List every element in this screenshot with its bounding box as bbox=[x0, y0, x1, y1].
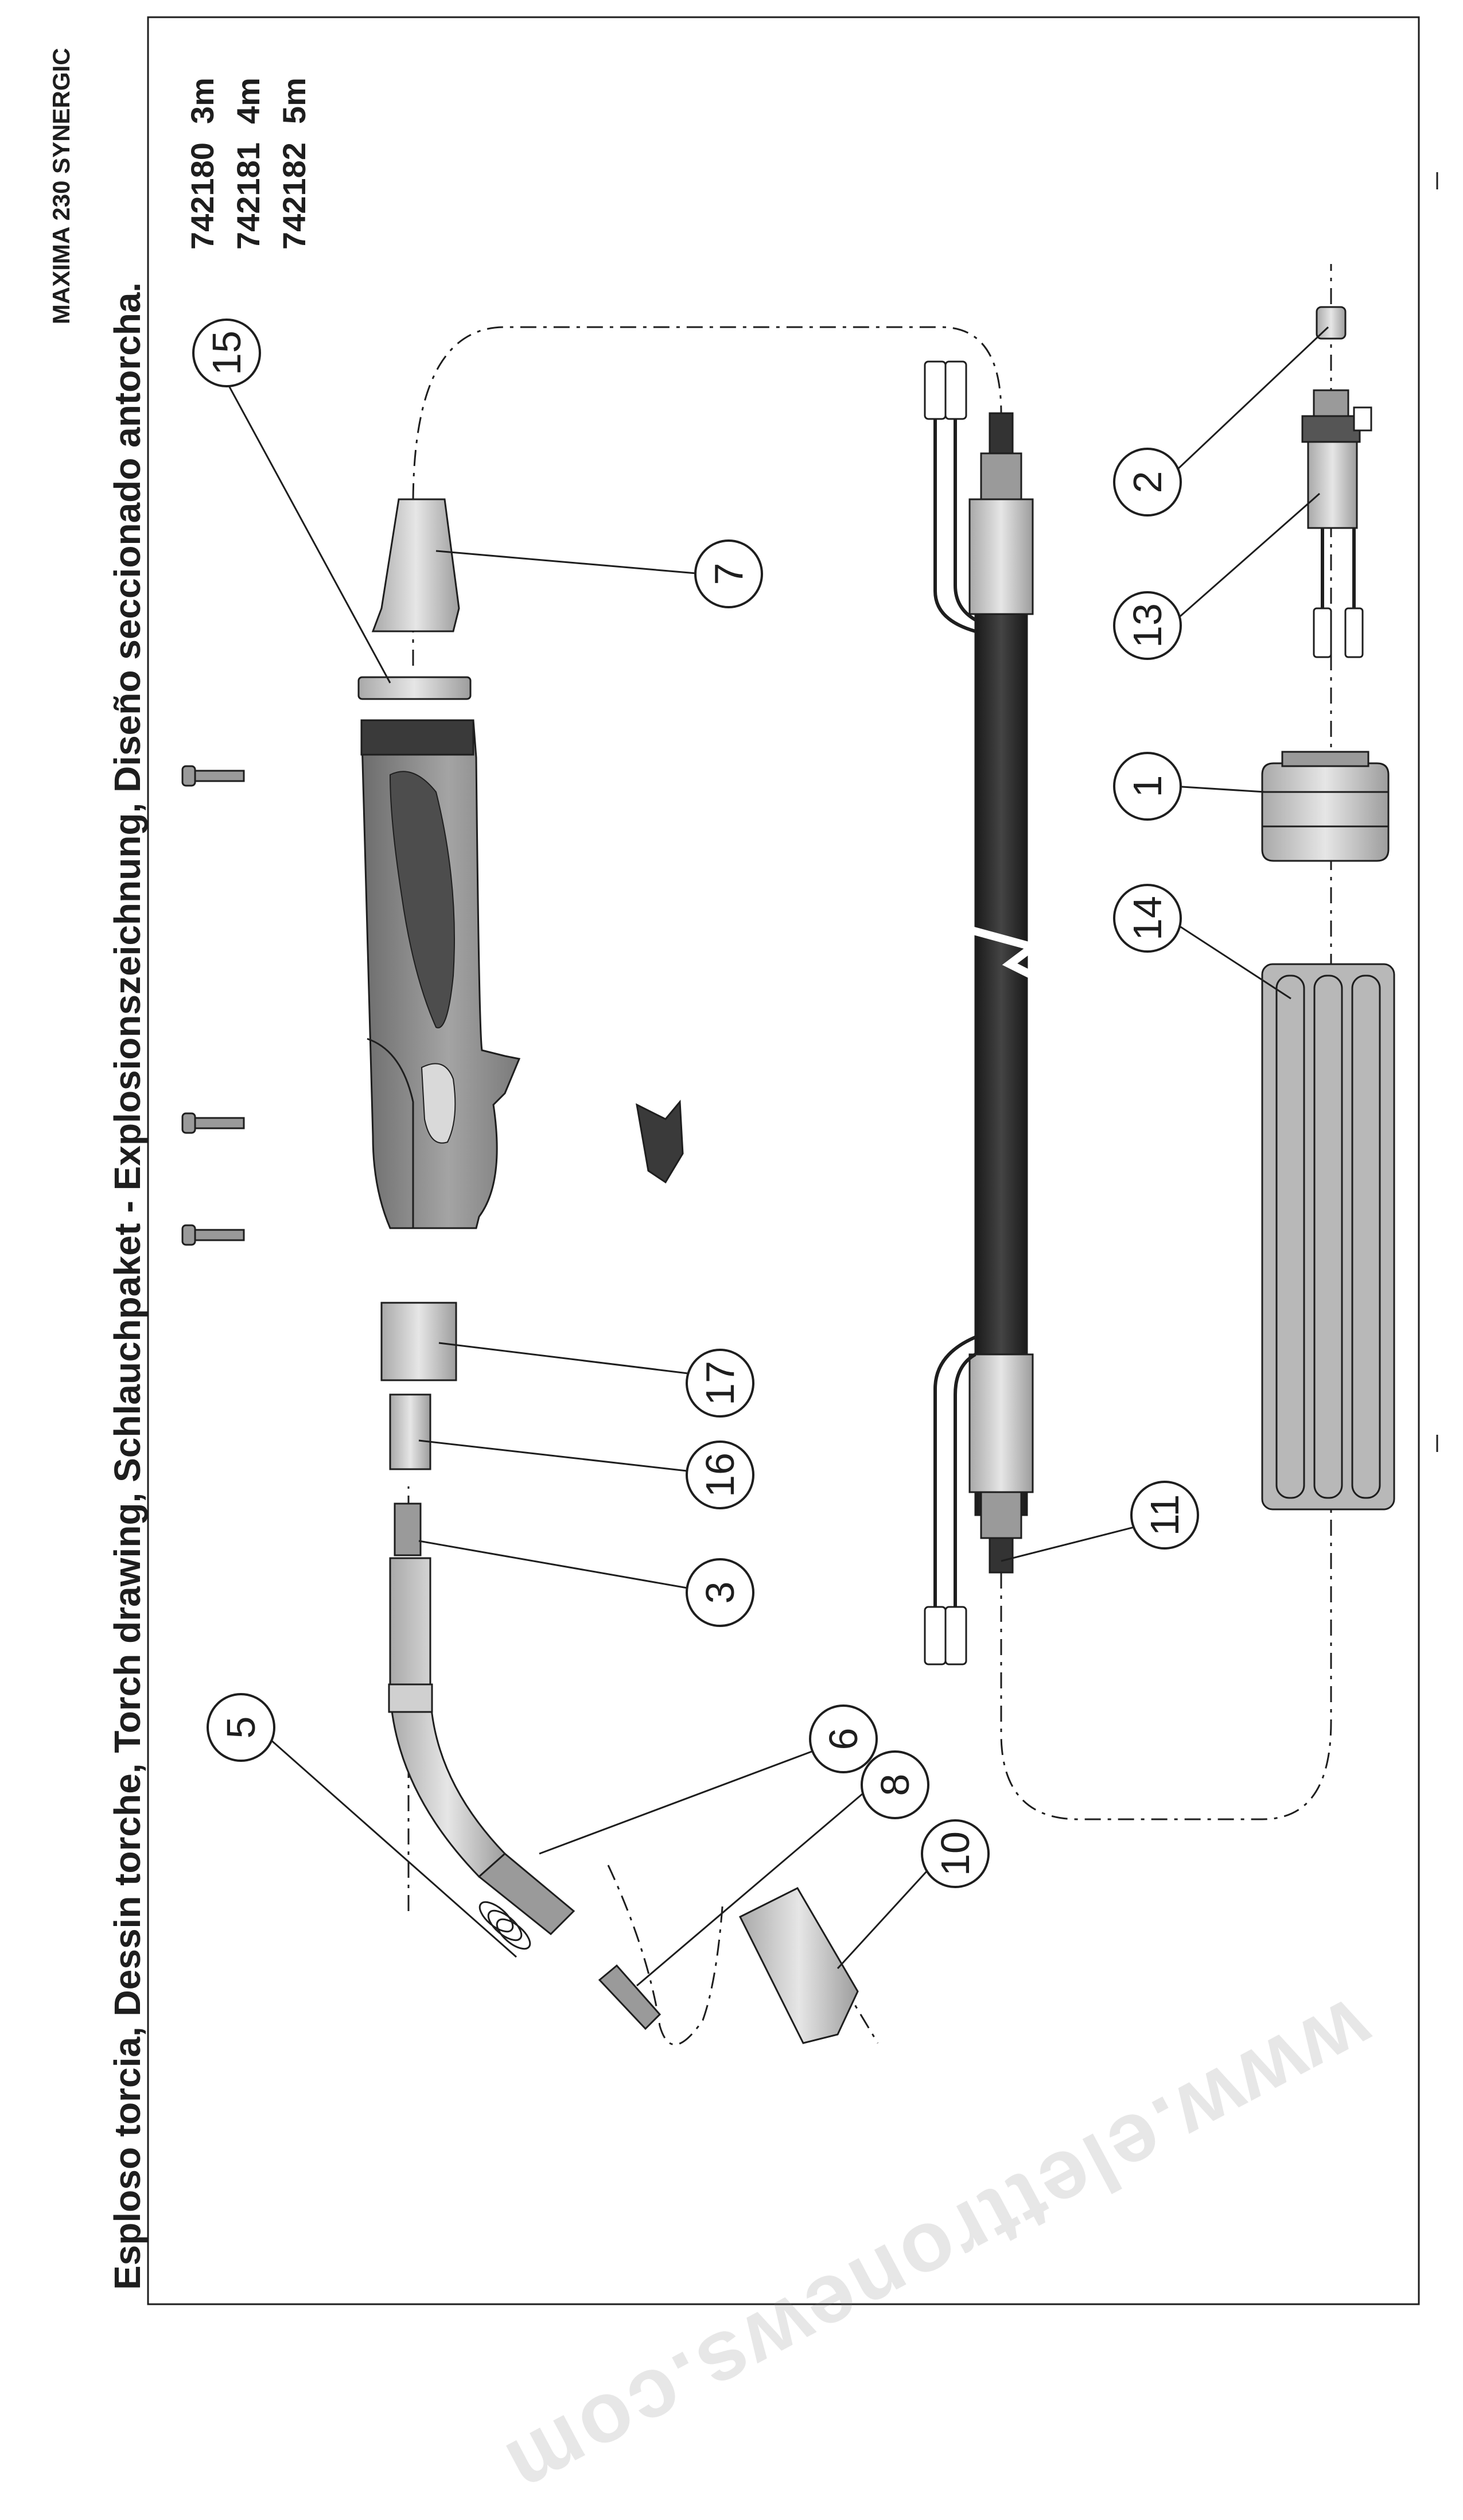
callout-circle bbox=[861, 1750, 929, 1819]
callout-3: 3 bbox=[686, 1558, 754, 1627]
product-code: 742181 bbox=[230, 142, 266, 250]
callout-11: 11 bbox=[1130, 1481, 1199, 1550]
hose-length: 3m bbox=[184, 77, 220, 125]
part-14-cover bbox=[1261, 963, 1395, 1511]
part-8-tip bbox=[598, 1964, 662, 2030]
callout-circle bbox=[1113, 448, 1182, 517]
callout-circle bbox=[809, 1704, 878, 1773]
hose-length: 5m bbox=[276, 77, 312, 125]
callout-circle bbox=[192, 319, 261, 387]
code-row: 742182 5m bbox=[275, 77, 313, 250]
control-wires bbox=[933, 419, 976, 1607]
diagram-canvas: 15 7 2 13 1 14 17 16 3 11 5 6 8 10 bbox=[147, 16, 1438, 2305]
callout-number: 7 bbox=[706, 563, 751, 585]
callout-circle bbox=[1113, 591, 1182, 660]
callout-number: 2 bbox=[1125, 471, 1170, 494]
part-5-spring bbox=[478, 1901, 531, 1950]
handle-collar bbox=[360, 719, 474, 756]
callout-circle bbox=[694, 539, 763, 608]
callout-circle bbox=[1130, 1481, 1199, 1550]
callout-14: 14 bbox=[1113, 884, 1182, 953]
part-17-bushing bbox=[380, 1302, 457, 1381]
product-code: 742180 bbox=[184, 142, 220, 250]
callout-8: 8 bbox=[861, 1750, 929, 1819]
code-row: 742181 4m bbox=[229, 77, 267, 250]
axis-hose bbox=[1000, 264, 1332, 1820]
callout-circle bbox=[686, 1349, 754, 1418]
leader-lines bbox=[225, 326, 1329, 1987]
callout-number: 1 bbox=[1125, 775, 1170, 798]
model-name: MAXIMA 230 SYNERGIC bbox=[48, 48, 75, 324]
part-13-connector bbox=[1307, 441, 1358, 529]
callout-7: 7 bbox=[694, 539, 763, 608]
callout-number: 14 bbox=[1125, 896, 1170, 941]
hose-end-bottom bbox=[968, 1353, 1034, 1493]
callout-number: 11 bbox=[1142, 1494, 1187, 1536]
callout-10: 10 bbox=[921, 1819, 990, 1888]
callout-15: 15 bbox=[192, 319, 261, 387]
diagram-title: Esploso torcia, Dessin torche, Torch dra… bbox=[107, 282, 148, 2290]
callout-circle bbox=[921, 1819, 990, 1888]
trigger bbox=[636, 1100, 684, 1184]
screws bbox=[181, 765, 245, 1246]
callout-17: 17 bbox=[686, 1349, 754, 1418]
callout-2: 2 bbox=[1113, 448, 1182, 517]
callout-number: 17 bbox=[698, 1361, 742, 1405]
callout-number: 5 bbox=[219, 1717, 263, 1739]
hose-length: 4m bbox=[230, 77, 266, 125]
callout-1: 1 bbox=[1113, 752, 1182, 821]
callout-circles: 15 7 2 13 1 14 17 16 3 11 5 6 8 10 bbox=[192, 319, 1199, 1888]
part-15-ring bbox=[357, 676, 472, 700]
callout-number: 6 bbox=[821, 1728, 866, 1750]
callout-number: 10 bbox=[933, 1831, 978, 1876]
code-row: 742180 3m bbox=[184, 77, 221, 250]
callout-6: 6 bbox=[809, 1704, 878, 1773]
callout-16: 16 bbox=[686, 1440, 754, 1509]
hose-end-top bbox=[968, 498, 1034, 615]
swan-neck bbox=[389, 1557, 507, 1878]
part-3-thread bbox=[394, 1502, 422, 1556]
handle-grip-dark bbox=[389, 771, 455, 1028]
callout-number: 13 bbox=[1125, 603, 1170, 648]
callout-circle bbox=[1113, 752, 1182, 821]
part-6-diffuser bbox=[477, 1853, 575, 1936]
callout-number: 3 bbox=[698, 1582, 742, 1604]
part-1-nut bbox=[1261, 762, 1390, 862]
part-16-insulator bbox=[389, 1393, 431, 1470]
part-10-nozzle bbox=[738, 1887, 859, 2044]
callout-5: 5 bbox=[207, 1693, 275, 1762]
callout-number: 15 bbox=[204, 331, 249, 375]
callout-number: 8 bbox=[873, 1774, 917, 1796]
callout-circle bbox=[1113, 884, 1182, 953]
wire-connectors bbox=[924, 360, 967, 1665]
page-frame bbox=[147, 16, 1420, 2305]
callout-number: 16 bbox=[698, 1453, 742, 1497]
hose-break bbox=[968, 926, 1042, 980]
callout-circle bbox=[686, 1440, 754, 1509]
product-code: 742182 bbox=[276, 142, 312, 250]
torch-exploded-diagram: 15 7 2 13 1 14 17 16 3 11 5 6 8 10 Esploso torcia, De… bbox=[48, 16, 1438, 2519]
part-7-cone bbox=[371, 498, 460, 632]
handle-grip-light bbox=[421, 1063, 456, 1144]
callout-circle bbox=[207, 1693, 275, 1762]
callout-circle bbox=[686, 1558, 754, 1627]
callout-13: 13 bbox=[1113, 591, 1182, 660]
